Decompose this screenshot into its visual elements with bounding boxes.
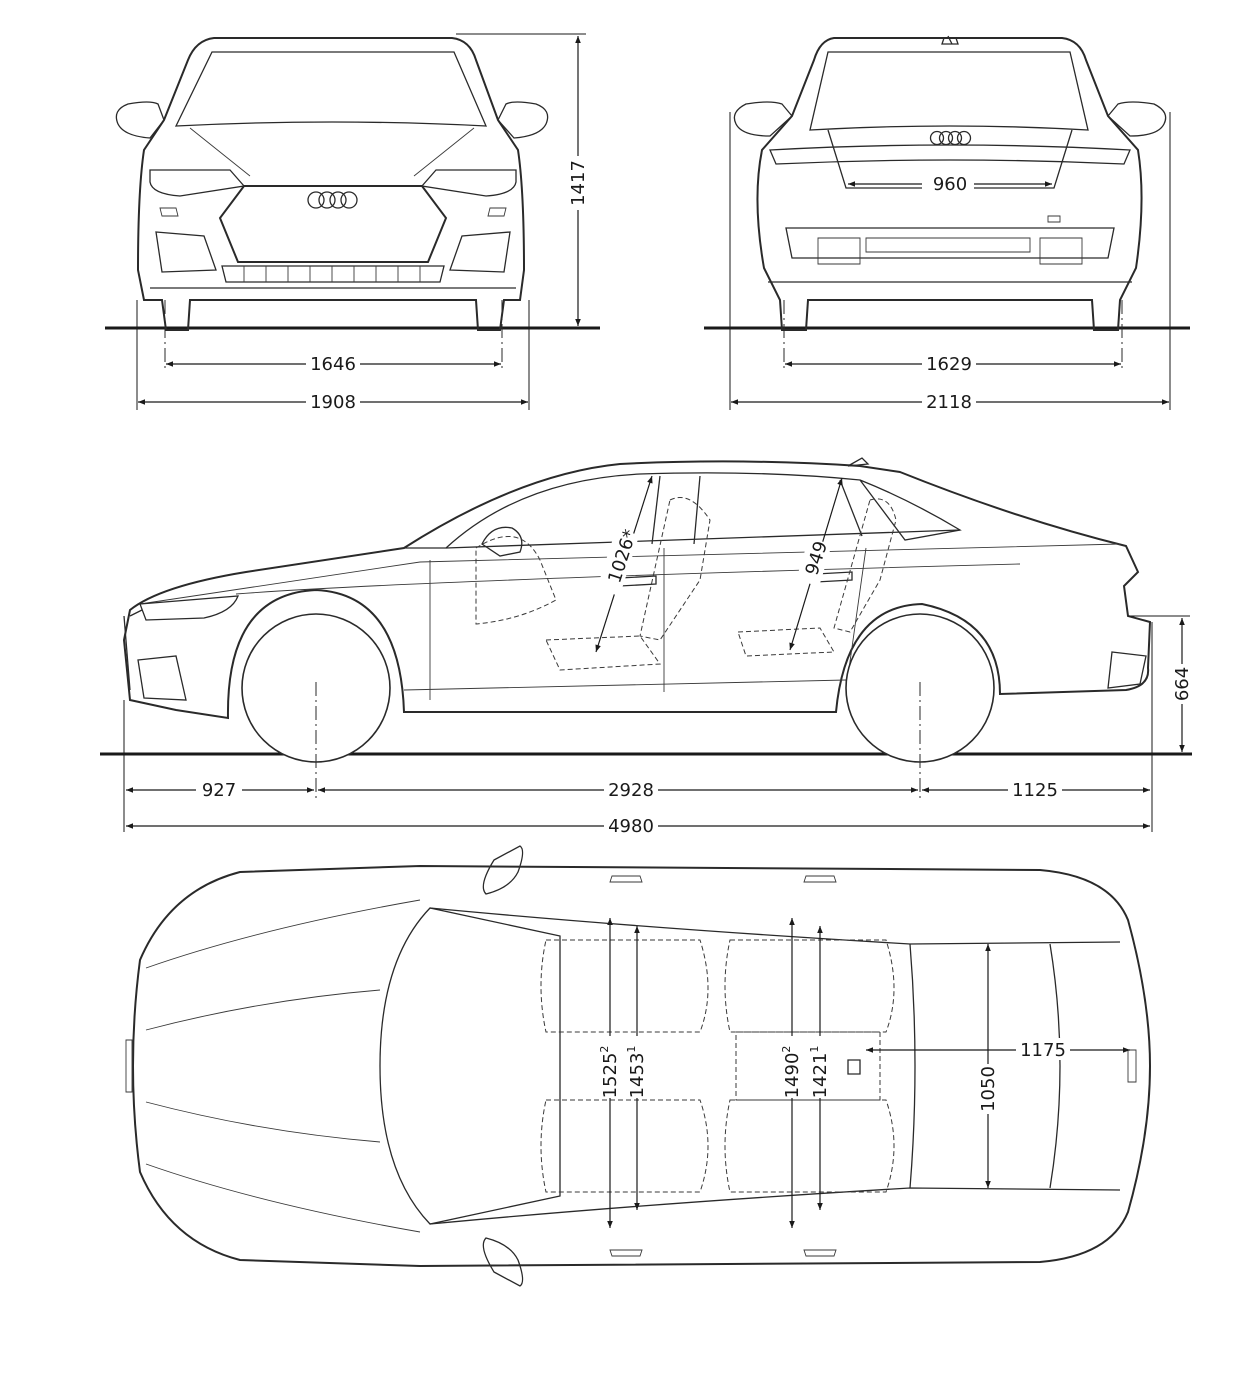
top-rear-shoulder-label: 14902 xyxy=(780,1046,803,1099)
front-audi-rings xyxy=(307,191,358,209)
top-front-shoulder-label: 15252 xyxy=(598,1046,621,1099)
side-wheelbase-label: 2928 xyxy=(608,780,654,801)
rear-width-label: 2118 xyxy=(926,392,972,413)
front-body-outline xyxy=(136,37,526,331)
top-front-logo xyxy=(125,1039,133,1093)
rear-tail-light-bar xyxy=(769,144,1131,165)
top-mirror-left xyxy=(482,845,524,895)
top-mirror-right xyxy=(482,1237,524,1287)
rear-diffuser xyxy=(785,227,1115,259)
side-mirror xyxy=(481,526,523,557)
front-headlight-left xyxy=(149,169,246,197)
side-headlight xyxy=(139,595,239,621)
top-rear-logo xyxy=(1127,1049,1137,1083)
rear-trunk-opening-label: 960 xyxy=(933,174,967,195)
rear-mirror-right xyxy=(1107,101,1167,137)
front-width-label: 1908 xyxy=(310,392,356,413)
side-front-overhang-label: 927 xyxy=(202,780,236,801)
side-body-outline xyxy=(122,460,1152,720)
rear-antenna xyxy=(941,37,959,45)
side-rear-overhang-label: 1125 xyxy=(1012,780,1058,801)
front-windshield xyxy=(174,51,488,127)
front-track-label: 1646 xyxy=(310,354,356,375)
rear-track-label: 1629 xyxy=(926,354,972,375)
top-front-elbow-label: 14531 xyxy=(625,1046,648,1099)
side-view: 1026* 949 664 927 2928 1125 4980 xyxy=(100,457,1193,837)
rear-mirror-left xyxy=(733,101,793,137)
front-grille xyxy=(218,185,448,263)
top-view: 15252 14531 14902 14211 1050 1175 xyxy=(125,845,1152,1287)
top-body-outline xyxy=(132,864,1152,1268)
rear-window xyxy=(809,51,1089,131)
top-windshield xyxy=(379,907,561,1225)
rear-audi-rings xyxy=(929,130,972,146)
front-mirror-left xyxy=(115,101,165,139)
rear-view: 960 1629 2118 xyxy=(704,35,1190,413)
front-headlight-right xyxy=(420,169,517,197)
front-mirror-right xyxy=(497,101,549,139)
top-trunk-width-label: 1050 xyxy=(978,1066,999,1112)
front-height-label: 1417 xyxy=(568,160,589,206)
top-trunk-length-label: 1175 xyxy=(1020,1040,1066,1061)
top-rear-elbow-label: 14211 xyxy=(808,1046,831,1099)
side-rear-headroom-label: 949 xyxy=(801,539,832,578)
front-view: 1417 1646 1908 xyxy=(105,33,600,413)
rear-body-outline xyxy=(756,37,1143,331)
side-length-label: 4980 xyxy=(608,816,654,837)
side-load-sill-label: 664 xyxy=(1172,667,1193,701)
